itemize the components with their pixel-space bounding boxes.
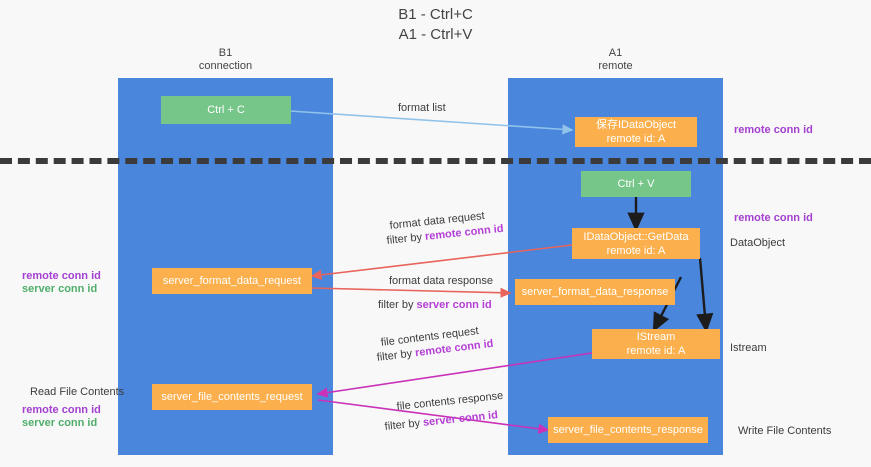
node-save-idataobject-line-1: 保存IDataObject — [595, 119, 677, 131]
node-server-file-contents-request[interactable]: server_file_contents_request — [152, 384, 312, 410]
diagram-title: B1 - Ctrl+C A1 - Ctrl+V — [0, 5, 871, 45]
annotation-dataobject: DataObject — [730, 237, 786, 249]
node-istream-line-1: IStream — [636, 331, 676, 343]
node-ctrl-v[interactable]: Ctrl + V — [581, 171, 691, 197]
lane-header-b1-sub: connection — [198, 60, 253, 72]
annotation-left-bottom-server-conn-id: server conn id — [22, 417, 98, 429]
node-server-format-data-request[interactable]: server_format_data_request — [152, 268, 312, 294]
lane-header-a1: A1 remote — [508, 47, 723, 73]
node-idataobject-getdata-line-2: remote id: A — [606, 244, 666, 257]
annotation-left-bottom-remote-conn-id: remote conn id — [22, 404, 101, 416]
lane-header-b1-name: B1 — [218, 47, 233, 59]
node-idataobject-getdata[interactable]: IDataObject::GetData remote id: A — [572, 228, 700, 259]
node-istream[interactable]: IStream remote id: A — [592, 329, 720, 359]
edge-format-list — [274, 109, 574, 135]
node-ctrl-c[interactable]: Ctrl + C — [161, 96, 291, 124]
edge-label-format-data-response-filter-key: server conn id — [416, 299, 492, 311]
edge-file-contents-request — [316, 352, 593, 398]
annotation-right-mid-remote-conn-id: remote conn id — [734, 212, 813, 224]
edge-label-file-contents-response-filter-prefix: filter by — [384, 416, 424, 433]
node-server-format-data-response-label: server_format_data_response — [521, 286, 669, 298]
node-server-format-data-response[interactable]: server_format_data_response — [515, 279, 675, 305]
diagram-title-line-1: B1 - Ctrl+C — [398, 6, 473, 23]
annotation-right-top-remote-conn-id: remote conn id — [734, 124, 813, 136]
edge-getdata-to-istream — [696, 257, 714, 333]
edge-format-data-response — [311, 287, 512, 298]
lane-header-a1-name: A1 — [608, 47, 623, 59]
node-server-file-contents-response-label: server_file_contents_response — [553, 424, 703, 436]
node-server-format-data-request-label: server_format_data_request — [162, 275, 302, 287]
annotation-left-mid-remote-conn-id: remote conn id — [22, 270, 101, 282]
annotation-left-mid-server-conn-id: server conn id — [22, 283, 98, 295]
node-ctrl-v-label: Ctrl + V — [617, 178, 655, 190]
edge-label-format-data-response: format data response — [389, 275, 493, 287]
edge-file-contents-response — [317, 399, 550, 434]
edge-label-format-data-response-filter-prefix: filter by — [378, 299, 417, 311]
node-save-idataobject[interactable]: 保存IDataObject remote id: A — [575, 117, 697, 147]
node-save-idataobject-line-2: remote id: A — [606, 133, 666, 145]
lane-header-b1: B1 connection — [118, 47, 333, 73]
diagram-title-line-2: A1 - Ctrl+V — [398, 26, 473, 43]
annotation-read-file-contents: Read File Contents — [30, 386, 125, 398]
node-idataobject-getdata-line-1: IDataObject::GetData — [583, 230, 689, 243]
phase-divider — [0, 158, 871, 164]
edge-label-format-data-request-filter-prefix: filter by — [386, 230, 426, 247]
edge-format-data-request — [310, 244, 573, 280]
node-ctrl-c-label: Ctrl + C — [207, 104, 245, 116]
node-server-file-contents-response[interactable]: server_file_contents_response — [548, 417, 708, 443]
annotation-write-file-contents: Write File Contents — [738, 425, 832, 437]
annotation-istream: Istream — [730, 342, 767, 354]
lane-header-a1-sub: remote — [598, 60, 633, 72]
node-server-file-contents-request-label: server_file_contents_request — [161, 391, 303, 403]
edge-label-format-list: format list — [398, 102, 446, 114]
edge-label-format-data-response-filter: filter by server conn id — [378, 298, 492, 312]
node-istream-line-2: remote id: A — [626, 345, 686, 357]
